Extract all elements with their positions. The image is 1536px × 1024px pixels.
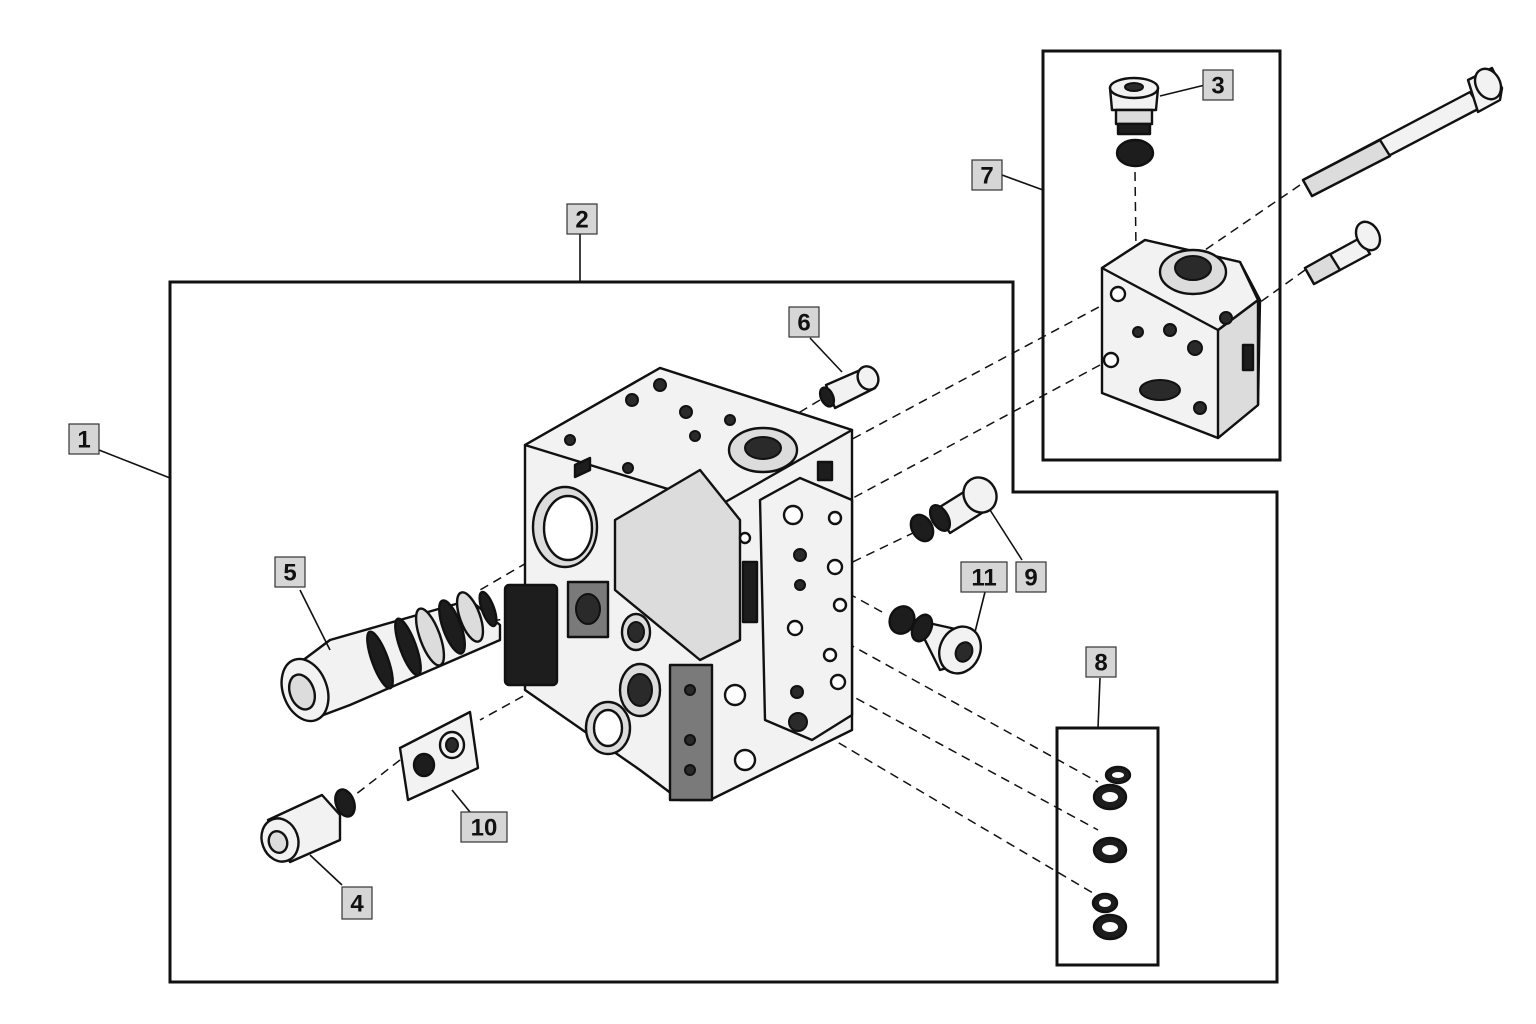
callout-11-label: 11	[971, 565, 996, 592]
adjuster-part	[260, 788, 356, 864]
callout-10-label: 10	[471, 815, 498, 842]
callout-3: 3	[1202, 69, 1234, 101]
callout-7-label: 7	[980, 163, 993, 190]
short-bolt-part	[1303, 220, 1382, 286]
check-valve-part	[909, 476, 998, 543]
assembly-frame-cover	[1041, 49, 1282, 462]
callout-8-label: 8	[1094, 650, 1107, 677]
leader-lines	[98, 84, 1206, 886]
o-ring-set-part	[1091, 765, 1132, 941]
callout-9-label: 9	[1024, 565, 1037, 592]
plate-part	[398, 710, 480, 802]
callout-8: 8	[1085, 646, 1117, 678]
small-plug-part	[818, 365, 880, 410]
cover-block-part	[1100, 238, 1262, 440]
callout-6: 6	[788, 306, 820, 338]
callout-11: 11	[960, 561, 1008, 593]
assembly-frame-seal-kit	[1055, 726, 1160, 967]
callout-1-label: 1	[77, 427, 90, 454]
callout-5: 5	[274, 556, 306, 588]
callout-7: 7	[971, 159, 1003, 191]
callout-2-label: 2	[575, 207, 588, 234]
plug-part	[1108, 76, 1160, 168]
valve-body-part	[503, 366, 854, 802]
callout-9: 9	[1015, 561, 1047, 593]
callout-1: 1	[68, 423, 100, 455]
callout-10: 10	[460, 811, 508, 843]
callout-2: 2	[566, 203, 598, 235]
callout-4-label: 4	[350, 891, 364, 918]
callout-4: 4	[341, 886, 373, 920]
callout-5-label: 5	[283, 560, 296, 587]
assembly-frame-main	[168, 280, 1279, 984]
callout-3-label: 3	[1211, 73, 1224, 100]
callout-6-label: 6	[797, 310, 810, 337]
long-bolt-part	[1301, 66, 1504, 198]
check-valve-2-part	[888, 605, 982, 675]
assembly-dash-lines	[354, 171, 1306, 897]
spool-cartridge-part	[280, 590, 502, 723]
